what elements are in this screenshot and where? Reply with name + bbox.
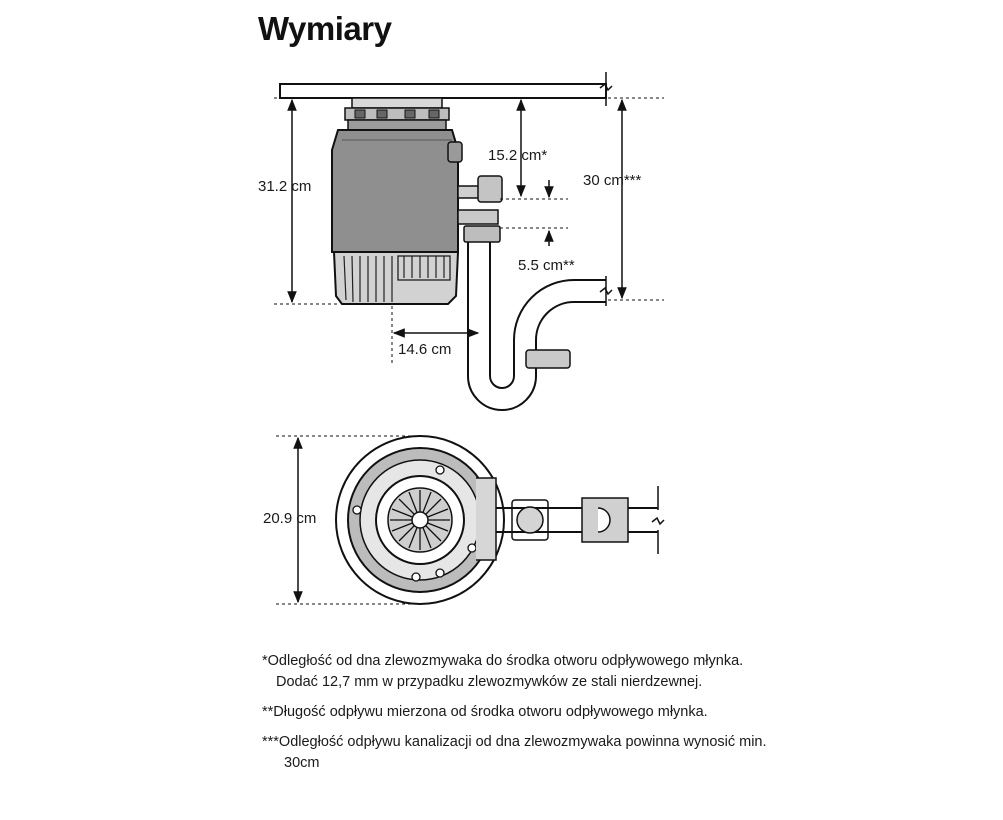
footnote-3: ***Odległość odpływu kanalizacji od dna … (262, 734, 767, 771)
dimension-drawing: 31.2 cm 15.2 cm* 30 cm*** 5.5 cm** 14.6 … (258, 72, 665, 605)
label-outlet-offset: 15.2 cm* (488, 147, 547, 164)
top-view: 20.9 cm (263, 435, 665, 605)
sink-bottom (279, 83, 607, 99)
label-diameter: 20.9 cm (263, 510, 316, 527)
footnote-2: **Długość odpływu mierzona od środka otw… (262, 704, 708, 720)
footnote-1: *Odległość od dna zlewozmywaka do środka… (262, 653, 744, 690)
side-view: 31.2 cm 15.2 cm* 30 cm*** 5.5 cm** 14.6 … (258, 72, 664, 411)
label-drain-height: 30 cm*** (583, 172, 642, 189)
label-height: 31.2 cm (258, 178, 311, 195)
page-title: Wymiary (258, 10, 392, 47)
drain-pipe (467, 242, 606, 411)
motor-body (331, 129, 459, 253)
label-outlet-length: 5.5 cm** (518, 257, 575, 274)
mounting-ring (351, 97, 443, 109)
motor-base (332, 251, 460, 305)
label-outlet-reach: 14.6 cm (398, 341, 451, 358)
footnotes: *Odległość od dna zlewozmywaka do środka… (262, 651, 782, 783)
